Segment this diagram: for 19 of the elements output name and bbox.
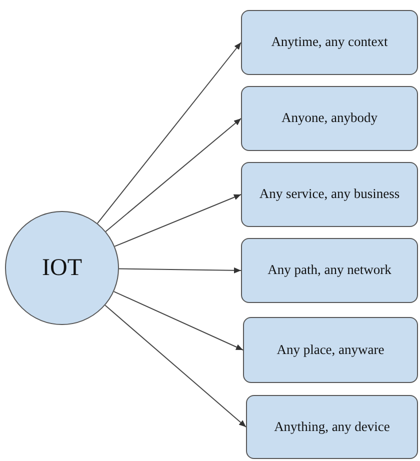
rounded-box [241, 162, 418, 227]
node-label: Any place, anyware [276, 340, 384, 359]
arrow [113, 291, 244, 350]
rounded-box [241, 86, 418, 151]
node-label: Anytime, any context [271, 33, 388, 52]
node-label: Anything, any device [274, 418, 390, 436]
arrow [96, 42, 242, 224]
node-label: Any service, any business [259, 185, 400, 204]
rounded-box [241, 10, 418, 75]
node-label: IOT [42, 254, 82, 283]
node-label: Any path, any network [268, 261, 392, 280]
node-label: Anyone, anybody [282, 109, 378, 128]
arrow [104, 304, 246, 428]
rounded-box [246, 395, 418, 459]
arrow [114, 194, 242, 247]
rounded-box [243, 317, 418, 383]
arrow [105, 118, 242, 232]
arrow [118, 267, 242, 274]
rounded-box [241, 238, 418, 303]
